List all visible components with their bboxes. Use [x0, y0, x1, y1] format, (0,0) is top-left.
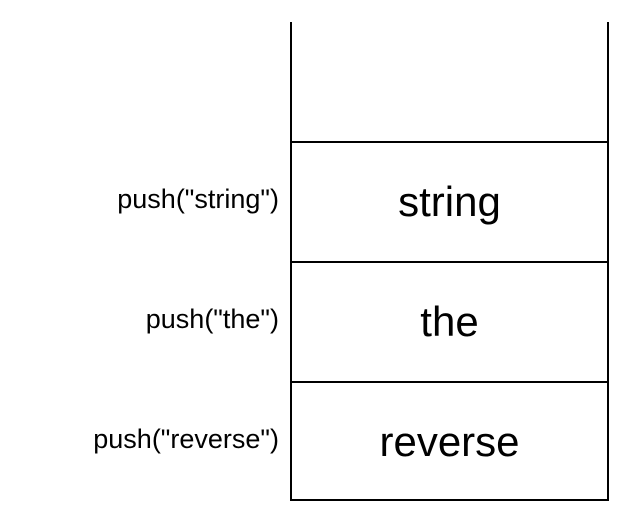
- stack-item-label: the: [420, 298, 479, 345]
- stack-empty-space: [292, 22, 607, 141]
- stack-item-label: reverse: [379, 418, 520, 465]
- stack-cell: the: [292, 261, 607, 381]
- stack-cell: reverse: [292, 381, 607, 501]
- stack-cell: string: [292, 141, 607, 261]
- push-operation-label: push("reverse"): [93, 424, 279, 454]
- stack-container: string the reverse: [290, 22, 609, 501]
- push-operation-label: push("the"): [145, 304, 279, 334]
- stack-item-label: string: [398, 178, 501, 225]
- push-operation-label: push("string"): [117, 184, 279, 214]
